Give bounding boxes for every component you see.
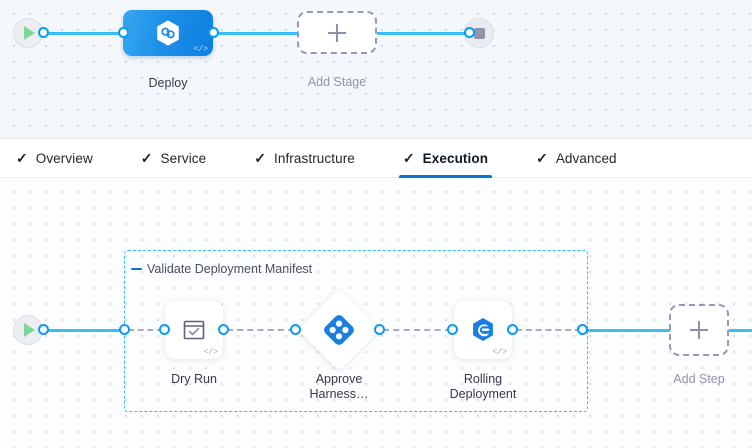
- check-icon: ✓: [536, 150, 548, 166]
- connector-approve-rolling: [383, 329, 451, 331]
- add-stage-label: Add Stage: [307, 75, 367, 89]
- port-deploy-in[interactable]: [118, 27, 129, 38]
- check-icon: ✓: [254, 150, 266, 166]
- harness-approval-icon: [324, 315, 354, 345]
- connector-start-group: [43, 329, 125, 332]
- port-rolling-in[interactable]: [447, 324, 458, 335]
- port-approve-in[interactable]: [290, 324, 301, 335]
- stage-tabs[interactable]: ✓ Overview ✓ Service ✓ Infrastructure ✓ …: [0, 138, 752, 178]
- connector-dryrun-approve: [227, 329, 294, 331]
- port-approve-out[interactable]: [374, 324, 385, 335]
- play-icon: [24, 26, 35, 40]
- port-exec-start-out[interactable]: [38, 324, 49, 335]
- tab-infrastructure[interactable]: ✓ Infrastructure: [254, 150, 355, 166]
- stage-canvas[interactable]: </> Deploy Add Stage: [0, 0, 752, 138]
- step-node-rolling-deployment[interactable]: </>: [454, 301, 512, 359]
- step-label-rolling-deployment: Rolling Deployment: [449, 372, 517, 401]
- plus-icon: [690, 321, 708, 339]
- step-code-badge: </>: [203, 348, 218, 357]
- connector-start-deploy: [43, 32, 128, 35]
- tab-advanced[interactable]: ✓ Advanced: [536, 150, 617, 166]
- port-group-out[interactable]: [577, 324, 588, 335]
- port-rolling-out[interactable]: [507, 324, 518, 335]
- connector-addstage-end: [377, 32, 471, 35]
- stage-label-deploy: Deploy: [148, 76, 188, 90]
- tab-execution[interactable]: ✓ Execution: [398, 139, 506, 178]
- stage-node-deploy[interactable]: </>: [123, 10, 213, 56]
- step-label-approve-harness: Approve Harness…: [309, 372, 369, 401]
- minus-icon[interactable]: [131, 267, 142, 271]
- connector-addstep-right: [729, 329, 752, 332]
- add-step-label: Add Step: [673, 372, 725, 386]
- stop-icon: [473, 27, 485, 39]
- connector-group-addstep: [582, 329, 670, 332]
- add-step-button[interactable]: [669, 304, 729, 356]
- check-icon: ✓: [402, 150, 415, 166]
- connector-group-dryrun: [128, 329, 163, 331]
- port-group-in[interactable]: [119, 324, 130, 335]
- port-end-in[interactable]: [464, 27, 475, 38]
- play-icon: [24, 323, 35, 337]
- step-code-badge: </>: [492, 348, 507, 357]
- port-dryrun-in[interactable]: [159, 324, 170, 335]
- step-label-dry-run: Dry Run: [171, 372, 217, 386]
- connector-deploy-addstage: [214, 32, 298, 35]
- check-icon: ✓: [16, 150, 28, 166]
- harness-deploy-icon: [157, 20, 179, 46]
- rolling-deployment-icon: [473, 318, 493, 342]
- tab-service[interactable]: ✓ Service: [140, 150, 207, 166]
- step-group-title: Validate Deployment Manifest: [147, 262, 313, 276]
- step-group-header[interactable]: Validate Deployment Manifest: [131, 262, 312, 276]
- execution-canvas[interactable]: Validate Deployment Manifest </> Dry Run: [0, 178, 752, 448]
- plus-icon: [328, 23, 346, 42]
- tab-overview[interactable]: ✓ Overview: [16, 150, 93, 166]
- harness-approval-icon-wrap: [310, 301, 368, 359]
- window-check-icon: [183, 320, 205, 340]
- port-start-out[interactable]: [38, 27, 49, 38]
- stage-code-badge: </>: [193, 45, 208, 54]
- port-dryrun-out[interactable]: [218, 324, 229, 335]
- step-node-dry-run[interactable]: </>: [165, 301, 223, 359]
- check-icon: ✓: [140, 150, 153, 166]
- port-deploy-out[interactable]: [208, 27, 219, 38]
- connector-rolling-groupout: [516, 329, 581, 331]
- add-stage-button[interactable]: [297, 11, 377, 54]
